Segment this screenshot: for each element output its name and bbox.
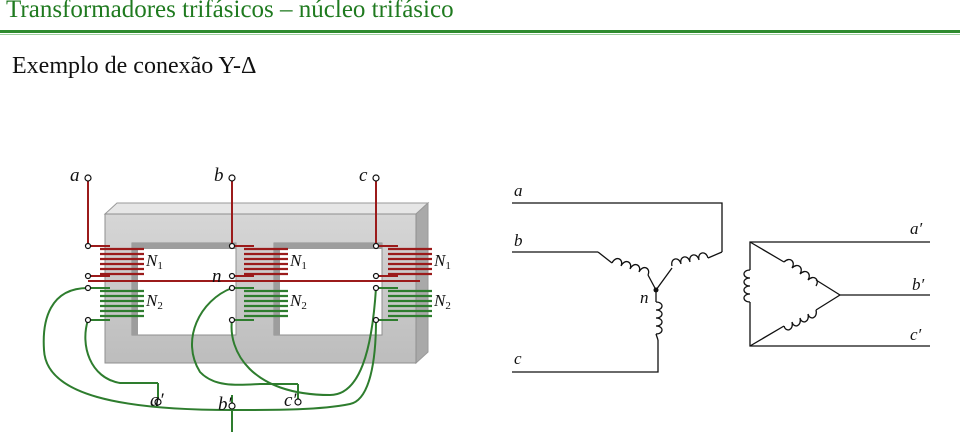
output-a-prime-label: a′	[910, 219, 923, 238]
terminals	[84, 174, 380, 410]
input-c-label: c	[514, 349, 522, 368]
secondary-coils	[100, 289, 432, 318]
primary-coils	[100, 247, 432, 276]
terminal-c-label: c	[359, 165, 368, 186]
svg-text:N1: N1	[145, 251, 163, 272]
terminal-a-label: a	[70, 165, 80, 186]
input-a-label: a	[514, 181, 523, 200]
svg-text:N2: N2	[289, 291, 307, 312]
title-rule-shadow	[0, 34, 960, 35]
terminal-c-prime-label: c′	[284, 390, 297, 411]
neutral-n-label: n	[212, 266, 222, 287]
wye-schematic	[512, 202, 723, 373]
title-rule	[0, 30, 960, 33]
page-title: Transformadores trifásicos – núcleo trif…	[6, 0, 454, 23]
slide-subtitle: Exemplo de conexão Y-Δ	[12, 53, 257, 79]
output-b-prime-label: b′	[912, 275, 925, 294]
svg-text:N1: N1	[289, 251, 307, 272]
transformer-core	[103, 201, 430, 365]
terminal-b-label: b	[214, 165, 224, 186]
wye-neutral-label: n	[640, 288, 649, 307]
neutral-node	[653, 287, 659, 293]
svg-text:N2: N2	[433, 291, 451, 312]
winding-labels: N1 N1 N1 N2 N2 N2	[145, 251, 451, 312]
output-c-prime-label: c′	[910, 325, 922, 344]
input-b-label: b	[514, 231, 523, 250]
secondary-wiring	[42, 287, 398, 432]
svg-text:N1: N1	[433, 251, 451, 272]
svg-text:N2: N2	[145, 291, 163, 312]
terminal-b-prime-label: b′	[218, 394, 233, 415]
terminal-a-prime-label: a′	[150, 390, 165, 411]
delta-schematic	[743, 241, 930, 347]
primary-wiring	[87, 178, 420, 282]
